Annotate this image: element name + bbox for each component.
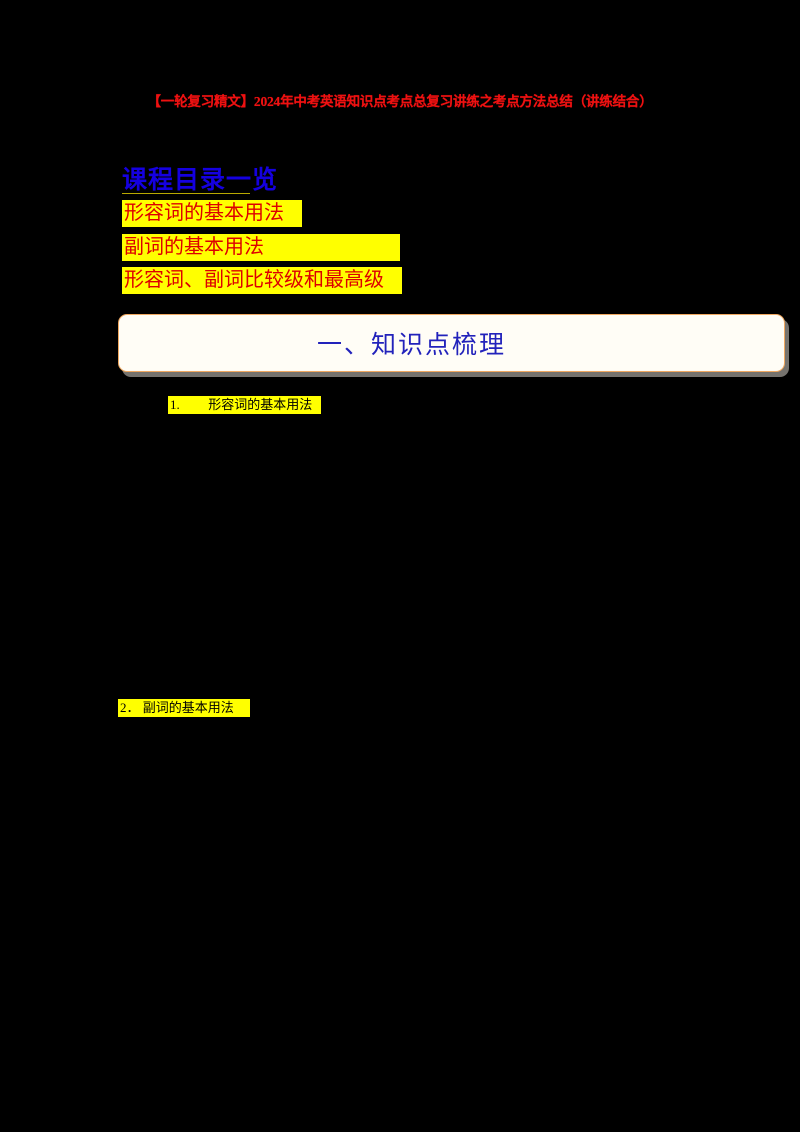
section-banner-title: 一、知识点梳理 xyxy=(316,332,506,359)
catalog-item-label: 形容词的基本用法 xyxy=(124,202,284,224)
catalog-item-adverb-usage: 副词的基本用法 xyxy=(122,234,400,261)
knowledge-point-label: 副词的基本用法 xyxy=(142,700,234,715)
knowledge-point-number: 2． xyxy=(120,700,140,715)
knowledge-point-1: 1. 形容词的基本用法 xyxy=(168,396,321,414)
knowledge-point-label: 形容词的基本用法 xyxy=(208,397,313,412)
knowledge-point-2: 2． 副词的基本用法 xyxy=(118,699,250,717)
catalog-item-label: 副词的基本用法 xyxy=(124,236,264,258)
section-banner-box: 一、知识点梳理 xyxy=(118,314,785,372)
catalog-item-label: 形容词、副词比较级和最高级 xyxy=(124,269,384,291)
catalog-heading-underline xyxy=(122,193,250,194)
catalog-item-adjective-usage: 形容词的基本用法 xyxy=(122,200,302,227)
catalog-heading: 课程目录一览 xyxy=(122,167,279,194)
knowledge-point-number: 1. xyxy=(170,397,180,412)
catalog-item-comparative-superlative: 形容词、副词比较级和最高级 xyxy=(122,267,402,294)
document-title: 【一轮复习精文】2024年中考英语知识点考点总复习讲练之考点方法总结（讲练结合） xyxy=(147,94,653,109)
